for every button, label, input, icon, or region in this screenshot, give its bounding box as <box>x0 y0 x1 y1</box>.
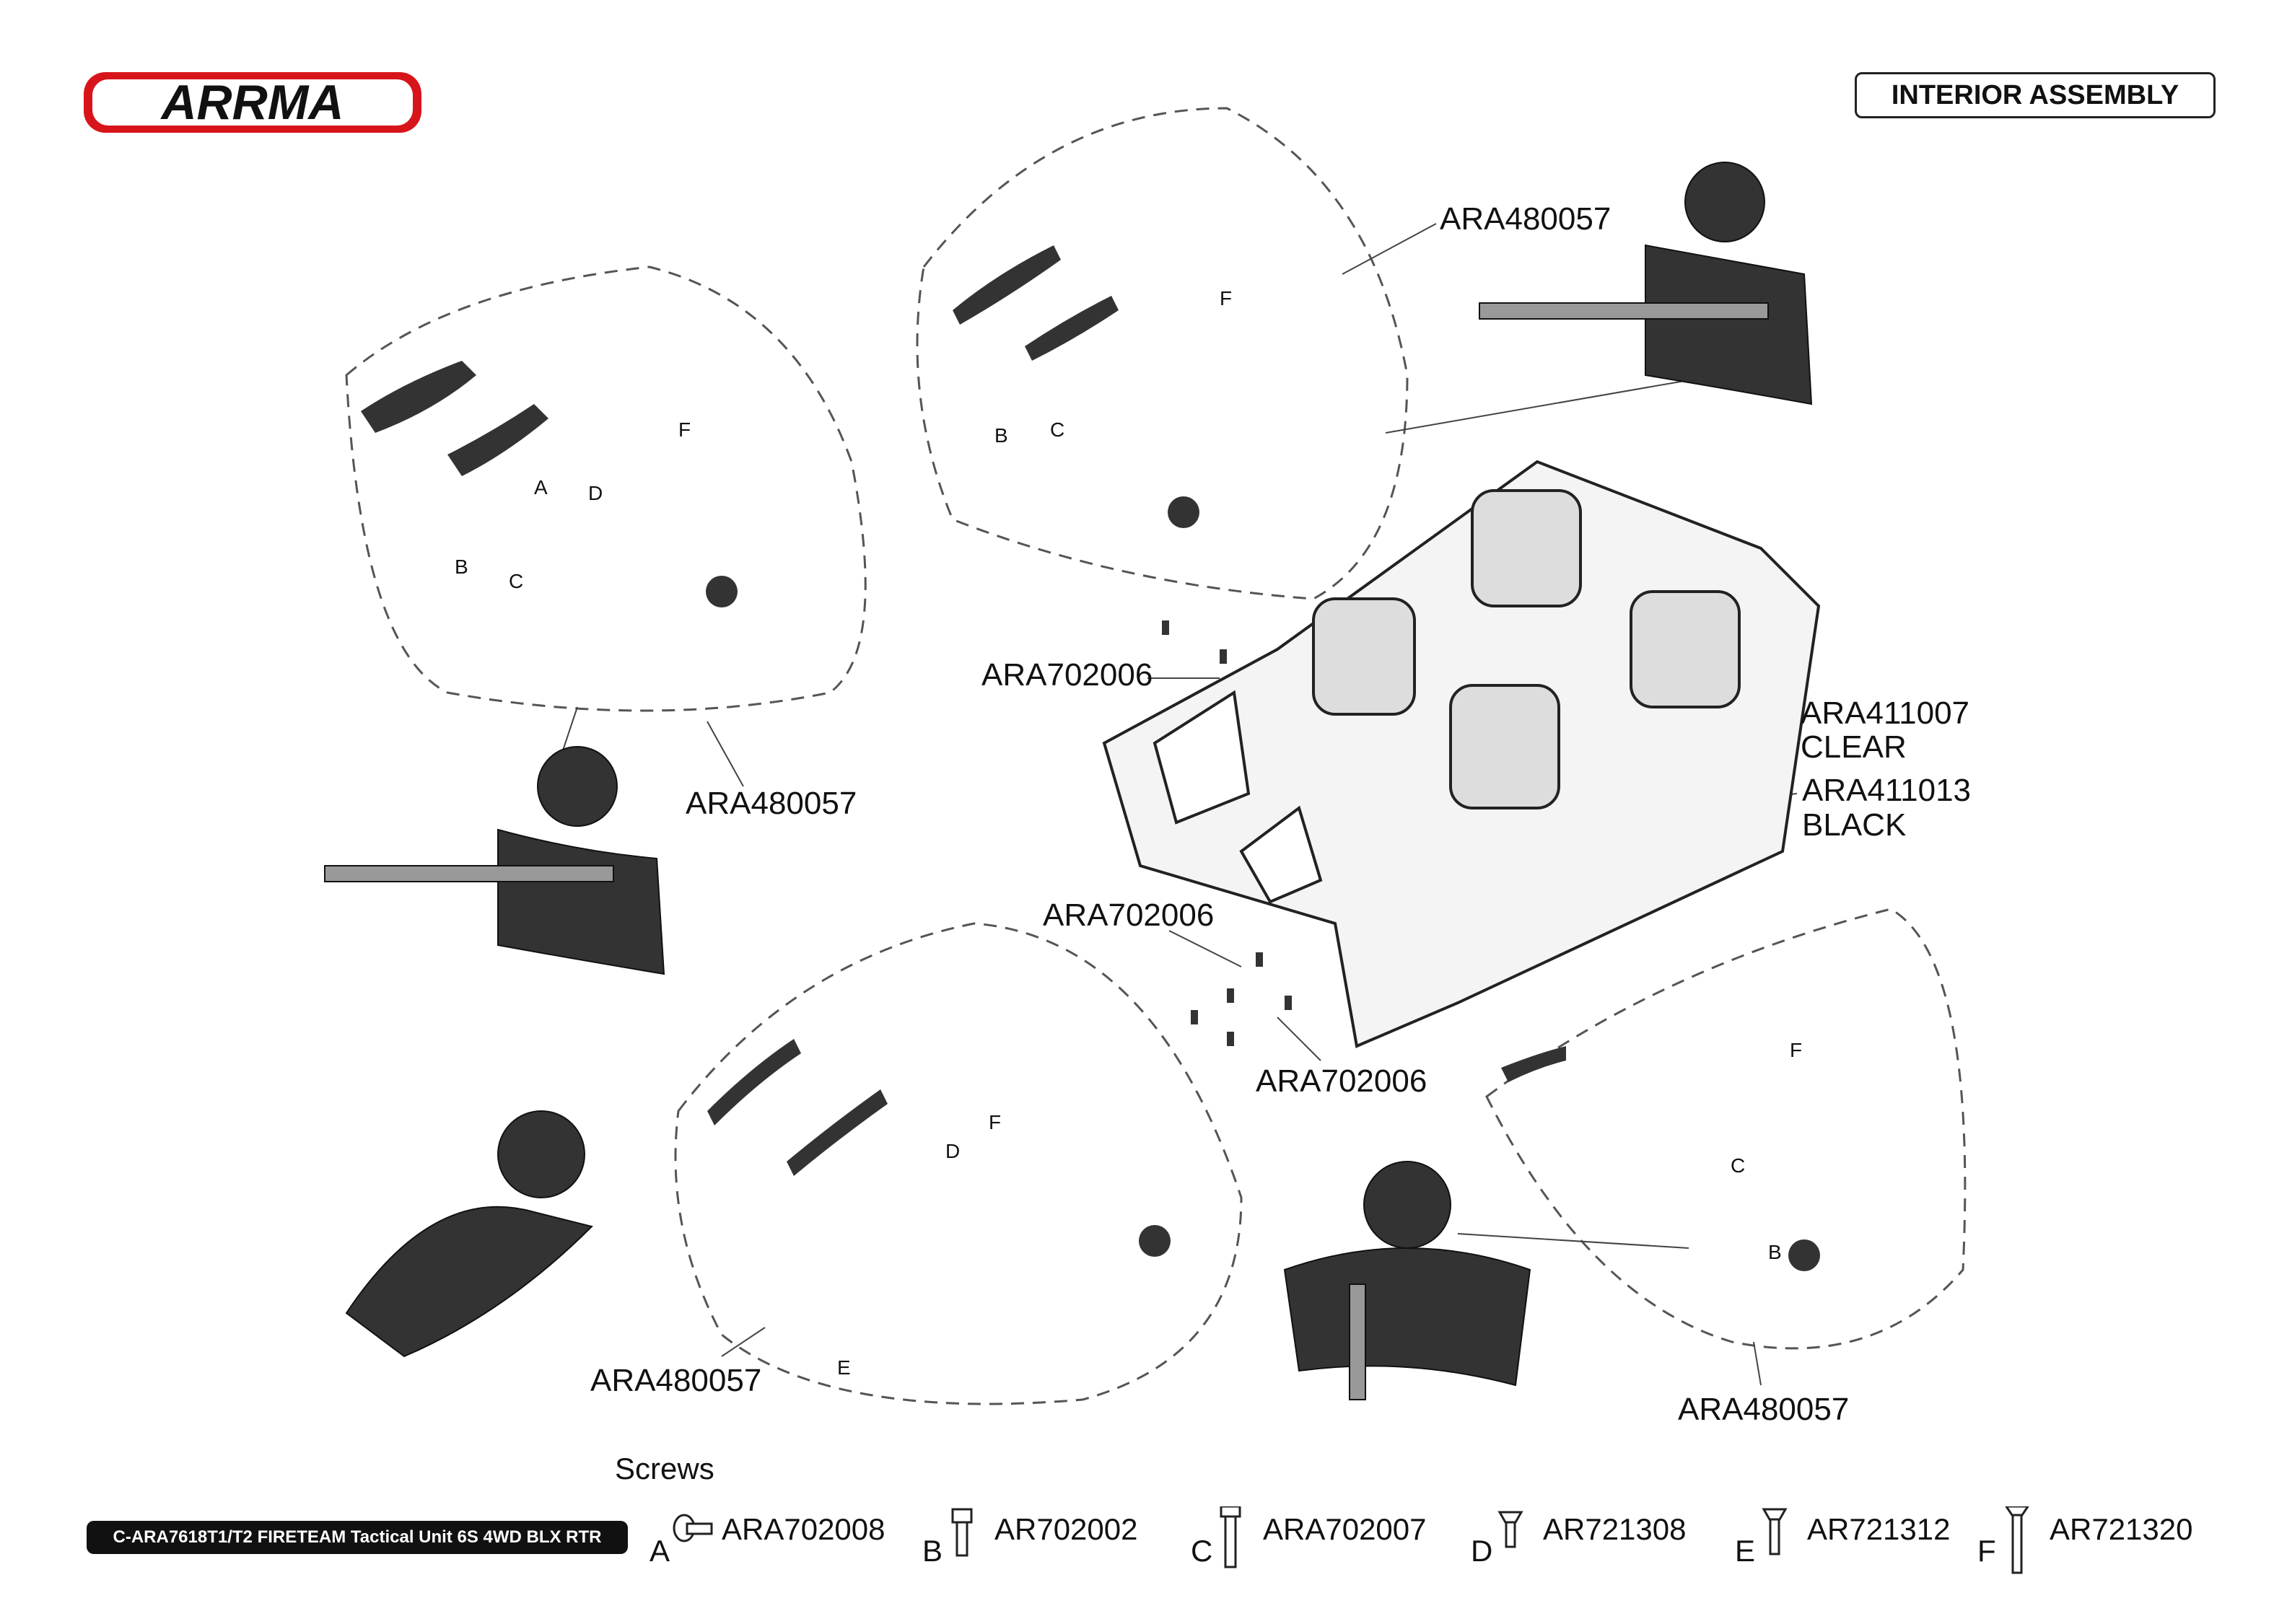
screw-letter: E <box>1735 1534 1756 1568</box>
callout-screw-lower: ARA702006 <box>1256 1063 1427 1099</box>
part-letter: F <box>678 418 691 441</box>
part-letter: B <box>994 424 1008 447</box>
screw-code: AR721312 <box>1807 1512 1951 1546</box>
screw-letter: F <box>1977 1534 1996 1568</box>
callout-interior-clear-label: CLEAR <box>1801 729 1907 765</box>
cap-screw-icon <box>951 1508 973 1557</box>
screw-code: AR702002 <box>994 1512 1138 1546</box>
part-letter: D <box>945 1140 961 1162</box>
part-letter: C <box>1050 418 1065 441</box>
callout-screw-middle: ARA702006 <box>1043 897 1215 933</box>
part-letter: A <box>534 476 548 499</box>
screw-code: ARA702007 <box>1263 1512 1427 1546</box>
screw-legend-b: B AR702002 <box>922 1506 1168 1571</box>
part-letter: E <box>837 1356 851 1379</box>
screw-code: ARA702008 <box>722 1512 885 1546</box>
screw-legend-f: F AR721320 <box>1977 1506 2223 1574</box>
callout-figure-top-left: ARA480057 <box>686 786 857 821</box>
callout-figure-bottom-left: ARA480057 <box>590 1363 762 1398</box>
section-title: INTERIOR ASSEMBLY <box>1855 72 2216 118</box>
screw-letter: D <box>1471 1534 1493 1568</box>
flat-head-screw-icon <box>1497 1511 1523 1548</box>
part-letter: F <box>989 1111 1002 1133</box>
screw-letter: C <box>1191 1534 1213 1568</box>
callout-figure-bottom-right: ARA480057 <box>1678 1392 1850 1427</box>
part-letter: B <box>1768 1241 1782 1263</box>
part-letter: F <box>1220 287 1233 310</box>
part-letter: C <box>1731 1154 1746 1177</box>
part-letter: B <box>455 556 468 578</box>
screw-letter: B <box>922 1534 943 1568</box>
long-cap-screw-icon <box>1220 1506 1241 1568</box>
part-letter: D <box>588 482 603 504</box>
callout-interior-black-label: BLACK <box>1802 807 1907 843</box>
screw-letter: A <box>650 1534 670 1568</box>
callout-interior-clear-code: ARA411007 <box>1801 695 1970 731</box>
logo-text: ARRMA <box>159 75 344 130</box>
button-head-screw-icon <box>673 1514 713 1542</box>
screw-legend-e: E AR721312 <box>1735 1506 1980 1571</box>
long-flat-head-screw-icon <box>2005 1506 2029 1574</box>
callout-interior-black-code: ARA411013 <box>1802 773 1972 808</box>
part-letter: F <box>1790 1039 1803 1061</box>
callout-screw-upper: ARA702006 <box>981 657 1153 693</box>
callout-figure-top-right: ARA480057 <box>1440 201 1612 237</box>
model-title-bar: C-ARA7618T1/T2 FIRETEAM Tactical Unit 6S… <box>87 1521 628 1554</box>
screw-legend-d: D AR721308 <box>1471 1506 1716 1571</box>
screw-legend-c: C ARA702007 <box>1191 1506 1443 1571</box>
screw-code: AR721320 <box>2050 1512 2193 1546</box>
screws-heading: Screws <box>615 1452 714 1485</box>
flat-head-screw-icon <box>1762 1508 1788 1555</box>
screw-code: AR721308 <box>1543 1512 1687 1546</box>
arrma-logo: ARRMA <box>84 72 421 133</box>
screw-legend-a: A ARA702008 <box>650 1506 909 1571</box>
part-letter: C <box>509 570 524 592</box>
